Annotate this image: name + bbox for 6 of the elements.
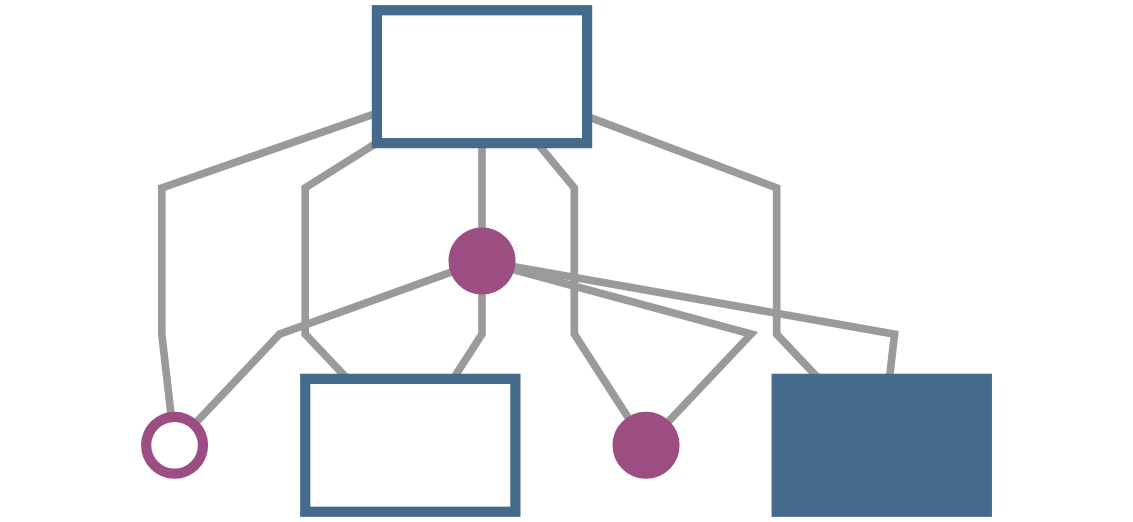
node-circle [448,227,516,295]
node-box [771,373,992,517]
node-circle [141,411,209,479]
node-box [371,5,593,149]
node-circle [612,411,680,479]
node-box [300,373,521,517]
